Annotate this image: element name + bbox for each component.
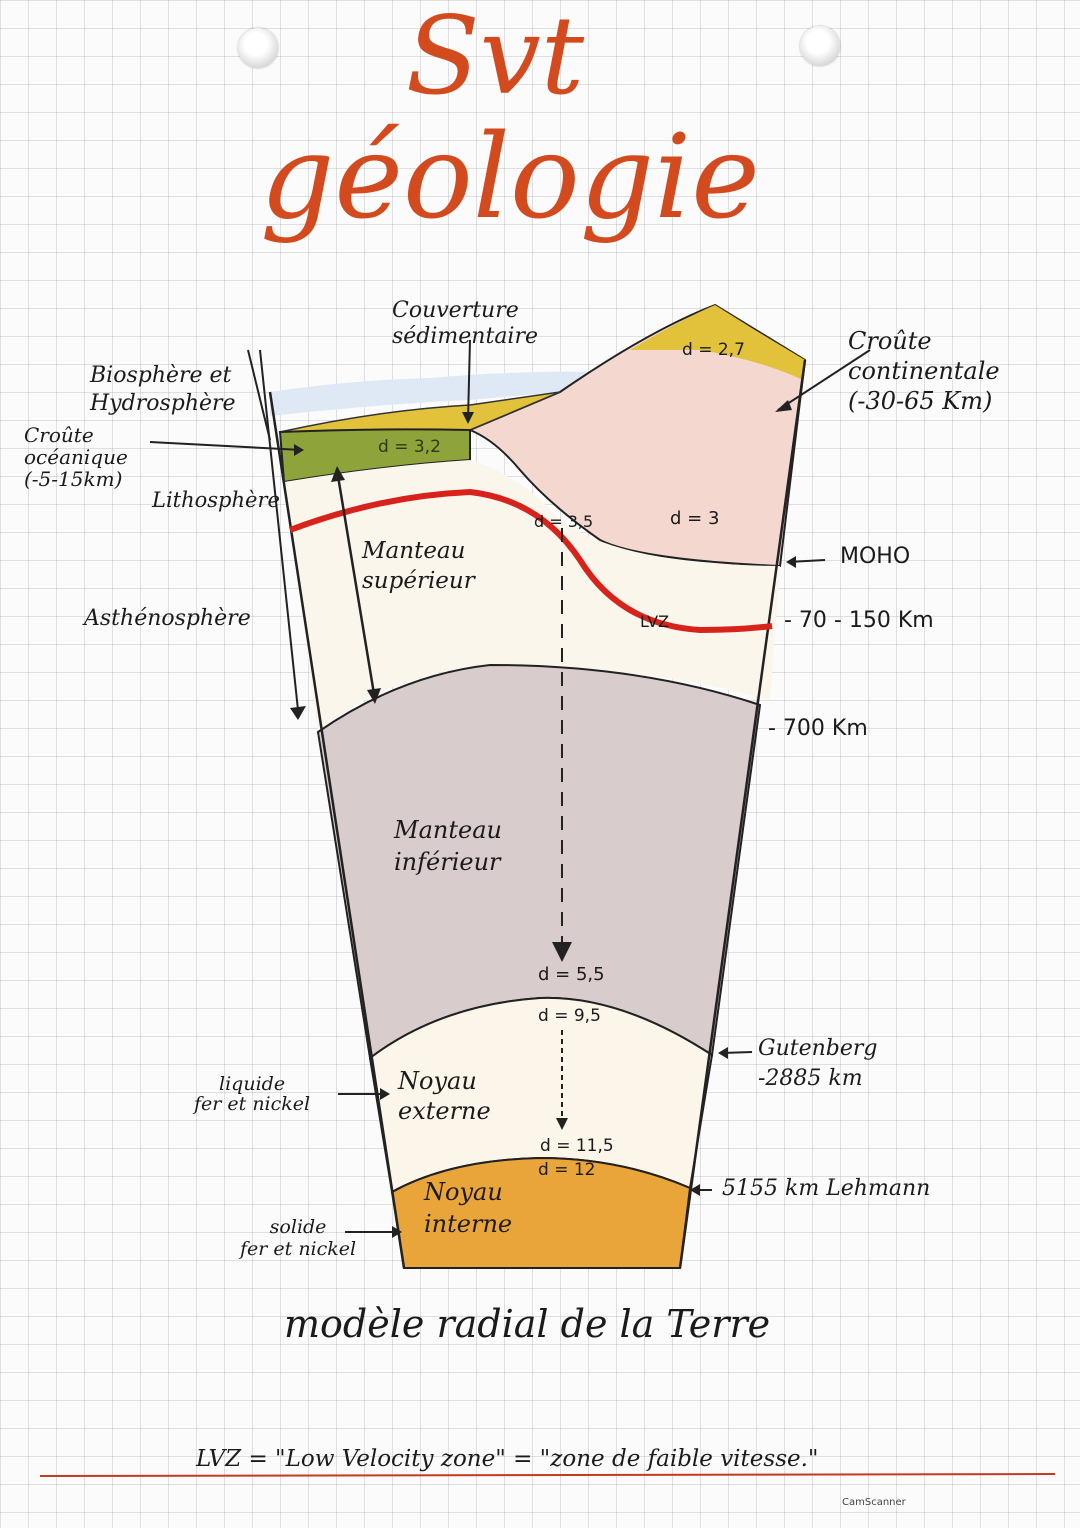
hydrosphere-layer [270,371,600,416]
label-couverture: Couverture sédimentaire [392,298,539,349]
lithosphere-bracket [247,349,271,441]
scanner-watermark: CamScanner [842,1497,906,1508]
section-left-edge [268,391,406,1269]
label-asthenosphere: Asthénosphère [84,606,251,631]
title-line-1: Svt [405,0,585,119]
label-moho: MOHO [840,544,911,569]
density-continental: d = 2,7 [682,340,745,360]
label-depth-700: - 700 Km [768,716,868,741]
density-outer-core-bottom: d = 11,5 [540,1136,614,1156]
label-biosphere: Biosphère et Hydrosphère [90,363,236,416]
density-outer-core-top: d = 9,5 [538,1006,601,1026]
footnote-underline [39,1473,1056,1477]
density-mantle-right: d = 3 [670,508,720,529]
label-manteau-inferieur: Manteau inférieur [394,816,502,876]
oceanic-crust-pointer [149,441,303,451]
upper-mantle-arrow [335,469,377,701]
label-noyau-externe: Noyau externe [398,1067,491,1125]
punch-hole-left [238,28,278,68]
label-lvz: LVZ [640,612,670,631]
mountain-sediment [630,305,805,380]
continental-pointer [777,349,871,411]
inner-core-layer [390,1156,692,1269]
continental-crust-layer [467,303,807,568]
label-manteau-superieur: Manteau supérieur [362,538,475,594]
diagram-caption: modèle radial de la Terre [284,1302,771,1346]
label-croute-continentale: Croûte continentale (-30-65 Km) [848,327,1000,415]
density-oceanic: d = 3,2 [378,437,441,457]
density-mantle-left: d = 3,5 [534,512,594,531]
label-noyau-interne: Noyau interne [424,1178,513,1238]
density-inner-core: d = 12 [538,1160,596,1180]
footnote: LVZ = "Low Velocity zone" = "zone de fai… [196,1446,819,1472]
upper-mantle-layer [284,460,780,732]
label-solide: solide fer et nickel [240,1216,357,1260]
density-lower-mantle: d = 5,5 [538,964,605,985]
section-right-edge [678,359,807,1269]
sediment-pointer [467,339,471,421]
biosphere-bracket [259,349,299,711]
label-croute-oceanique: Croûte océanique (-5-15km) [24,423,128,491]
label-lithosphere: Lithosphère [152,488,280,512]
label-lehmann: 5155 km Lehmann [722,1176,931,1201]
punch-hole-right [800,26,840,66]
label-liquide: liquide fer et nickel [194,1073,311,1115]
lvz-line [288,488,773,634]
label-lvz-depth: - 70 - 150 Km [784,608,934,633]
label-gutenberg: Gutenberg -2885 km [758,1036,878,1091]
title-line-2: géologie [260,110,760,245]
